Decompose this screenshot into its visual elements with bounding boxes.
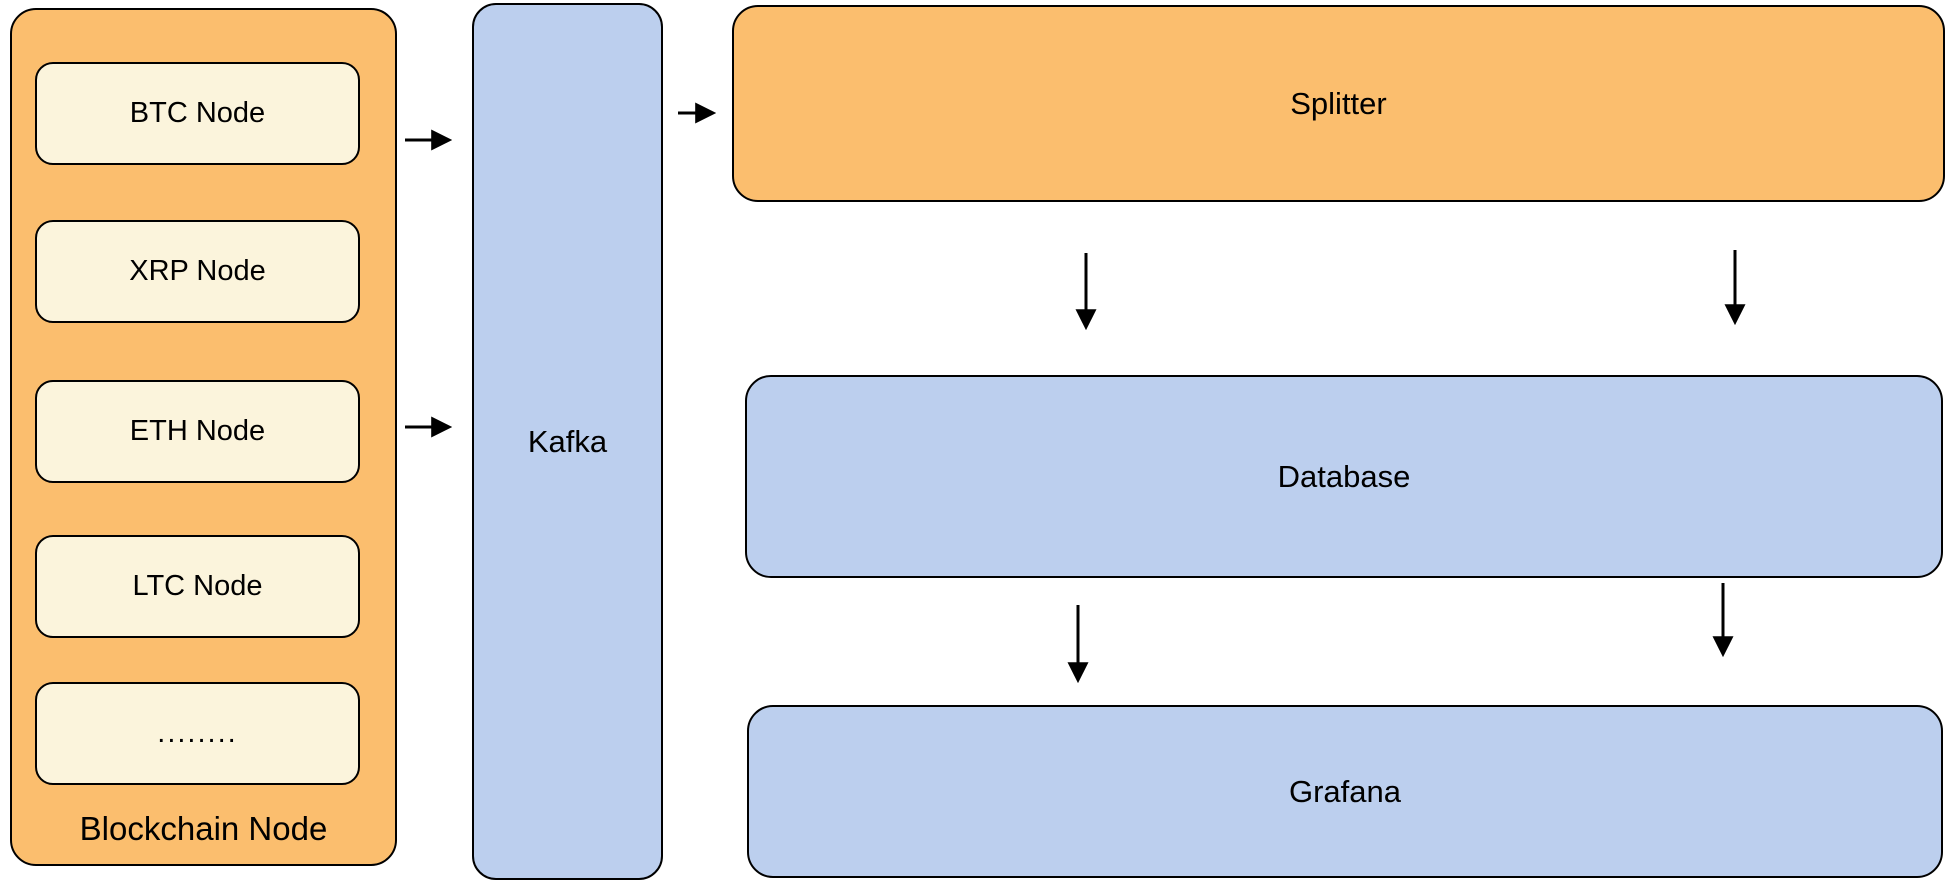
node-database: Database: [745, 375, 1943, 578]
node-btc-label: BTC Node: [129, 97, 266, 129]
node-ellipsis: ........: [35, 682, 360, 785]
node-ltc: LTC Node: [35, 535, 360, 638]
node-xrp: XRP Node: [35, 220, 360, 323]
node-kafka: Kafka: [472, 3, 663, 880]
node-splitter-label: Splitter: [1290, 85, 1387, 121]
node-grafana: Grafana: [747, 705, 1943, 878]
node-btc: BTC Node: [35, 62, 360, 165]
node-ellipsis-label: ........: [157, 717, 238, 749]
node-eth: ETH Node: [35, 380, 360, 483]
node-database-label: Database: [1277, 458, 1411, 494]
node-grafana-label: Grafana: [1288, 773, 1401, 809]
blockchain-node-group: BTC Node XRP Node ETH Node LTC Node ....…: [10, 8, 397, 866]
node-splitter: Splitter: [732, 5, 1945, 202]
node-eth-label: ETH Node: [129, 415, 266, 447]
node-ltc-label: LTC Node: [132, 570, 263, 602]
blockchain-group-label: Blockchain Node: [79, 810, 328, 847]
node-xrp-label: XRP Node: [129, 255, 266, 287]
node-kafka-label: Kafka: [527, 423, 608, 459]
